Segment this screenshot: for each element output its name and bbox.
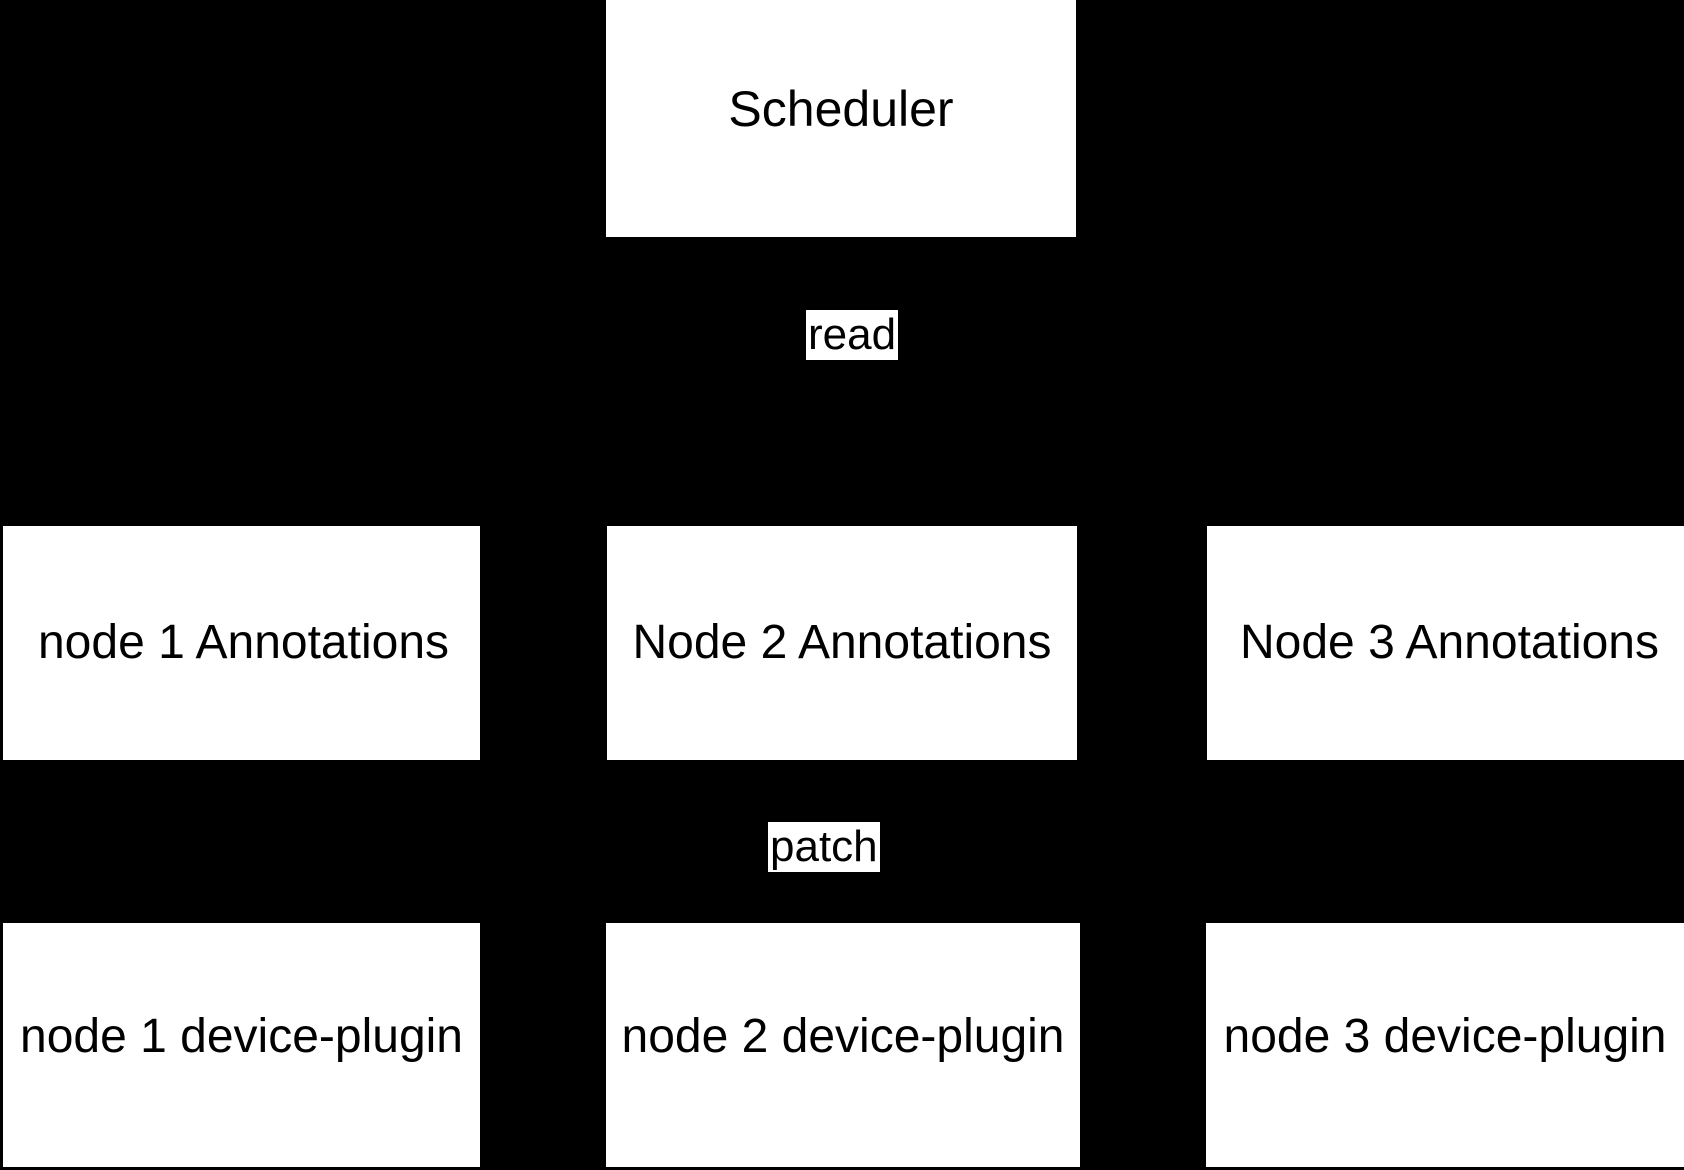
- node-1-annotations-label: node 1 Annotations: [37, 615, 450, 669]
- edge-label-patch: patch: [768, 822, 880, 872]
- node-1-annotations-box[interactable]: node 1 Annotations: [0, 523, 483, 763]
- edge-label-read: read: [806, 310, 899, 360]
- node-3-annotations-box[interactable]: Node 3 Annotations: [1204, 523, 1684, 763]
- node-3-device-plugin-box[interactable]: node 3 device-plugin: [1203, 920, 1684, 1170]
- node-2-annotations-box[interactable]: Node 2 Annotations: [604, 523, 1080, 763]
- node-3-annotations-label: Node 3 Annotations: [1240, 615, 1659, 669]
- node-2-device-plugin-box[interactable]: node 2 device-plugin: [603, 920, 1083, 1170]
- node-2-annotations-label: Node 2 Annotations: [632, 615, 1052, 669]
- scheduler-node[interactable]: Scheduler: [603, 0, 1079, 240]
- node-1-device-plugin-label: node 1 device-plugin: [20, 1009, 463, 1063]
- scheduler-label: Scheduler: [728, 80, 954, 137]
- node-2-device-plugin-label: node 2 device-plugin: [621, 1009, 1065, 1063]
- node-1-device-plugin-box[interactable]: node 1 device-plugin: [0, 920, 483, 1170]
- node-3-device-plugin-label: node 3 device-plugin: [1223, 1009, 1667, 1063]
